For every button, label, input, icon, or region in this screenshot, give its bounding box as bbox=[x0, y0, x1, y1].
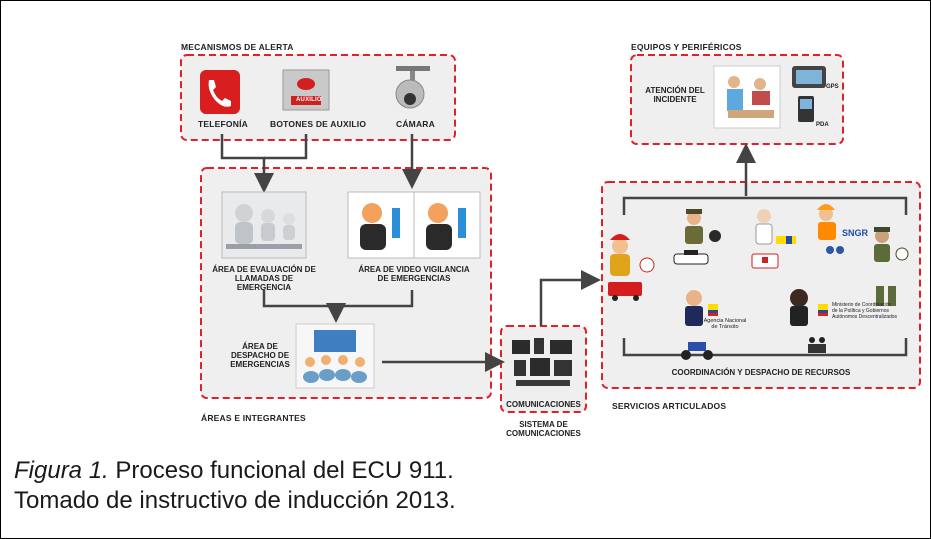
caption-line-1: Figura 1. Proceso funcional del ECU 911. bbox=[14, 457, 454, 485]
connector-telephony bbox=[220, 134, 274, 193]
dispatch-line-2: DESPACHO DE bbox=[230, 351, 290, 360]
ant-line-1: Agencia Nacional bbox=[703, 318, 747, 324]
pda-label: PDA bbox=[816, 122, 829, 128]
transit-agent-icon bbox=[685, 290, 718, 326]
dispatch-line-3: EMERGENCIAS bbox=[230, 360, 290, 369]
camera-label: CÁMARA bbox=[396, 119, 435, 129]
communications-label: COMUNICACIONES bbox=[506, 400, 581, 409]
comm-system-line-1: SISTEMA DE bbox=[519, 420, 568, 429]
motorcycle-icon bbox=[681, 342, 713, 360]
equipment-title: EQUIPOS Y PERIFÉRICOS bbox=[631, 42, 742, 52]
connector-comms-services bbox=[539, 270, 601, 326]
official-icon bbox=[790, 289, 828, 326]
video-line-1: ÁREA DE VIDEO VIGILANCIA bbox=[358, 265, 470, 274]
bracket-bottom bbox=[622, 338, 908, 357]
video-line-2: DE EMERGENCIAS bbox=[377, 274, 451, 283]
ministry-label: Ministerio de Coordinación de la Polític… bbox=[832, 302, 912, 320]
rescuer-icon bbox=[817, 204, 844, 254]
gps-device-icon bbox=[792, 66, 826, 88]
radios-image bbox=[512, 338, 572, 386]
coordination-label: COORDINACIÓN Y DESPACHO DE RECURSOS bbox=[671, 368, 851, 377]
dispatch-label: ÁREA DE DESPACHO DE EMERGENCIAS bbox=[228, 342, 292, 369]
soldier-icon bbox=[874, 227, 909, 306]
ant-line-2: de Tránsito bbox=[711, 324, 739, 330]
police-car-icon bbox=[673, 250, 709, 265]
pda-device-icon bbox=[798, 96, 814, 122]
panic-button-icon bbox=[282, 69, 330, 111]
connector-call-eval bbox=[262, 290, 346, 323]
gps-label: GPS bbox=[826, 84, 839, 90]
panic-button-text: AUXILIO bbox=[296, 97, 322, 103]
areas-title: ÁREAS E INTEGRANTES bbox=[201, 413, 306, 423]
dispatch-line-1: ÁREA DE bbox=[242, 342, 278, 351]
ministry-line-2: de la Política y Gobiernos bbox=[832, 308, 889, 314]
dispatch-image bbox=[295, 323, 375, 389]
phone-icon bbox=[200, 70, 240, 114]
ant-label: Agencia Nacional de Tránsito bbox=[700, 318, 750, 330]
doctor-icon bbox=[755, 209, 796, 245]
incident-line-2: INCIDENTE bbox=[653, 95, 697, 104]
alert-mechanisms-title: MECANISMOS DE ALERTA bbox=[181, 42, 294, 52]
ambulance-icon bbox=[751, 253, 779, 269]
police-officer-icon bbox=[685, 209, 721, 244]
video-surveillance-image bbox=[347, 191, 481, 259]
ministry-line-1: Ministerio de Coordinación bbox=[832, 302, 892, 308]
buttons-label: BOTONES DE AUXILIO bbox=[270, 119, 367, 129]
call-eval-line-2: LLAMADAS DE EMERGENCIA bbox=[234, 274, 294, 292]
comm-system-line-2: COMUNICACIONES bbox=[506, 429, 581, 438]
video-label: ÁREA DE VIDEO VIGILANCIA DE EMERGENCIAS bbox=[354, 265, 474, 283]
firefighter-icon bbox=[610, 234, 655, 276]
bracket-top bbox=[622, 196, 908, 215]
services-title: SERVICIOS ARTICULADOS bbox=[612, 401, 727, 411]
call-eval-line-1: ÁREA DE EVALUACIÓN DE bbox=[212, 265, 316, 274]
services-box bbox=[601, 181, 921, 389]
ministry-line-3: Autónomos Descentralizados bbox=[832, 314, 898, 320]
incident-line-1: ATENCIÓN DEL bbox=[645, 86, 705, 95]
incident-label: ATENCIÓN DEL INCIDENTE bbox=[640, 86, 710, 104]
connector-buttons bbox=[264, 134, 308, 160]
people-group-icon bbox=[808, 337, 826, 353]
caption-line-2: Tomado de instructivo de inducción 2013. bbox=[14, 487, 456, 514]
call-eval-label: ÁREA DE EVALUACIÓN DE LLAMADAS DE EMERGE… bbox=[208, 265, 320, 292]
fire-truck-icon bbox=[608, 282, 642, 301]
caption-text-1: Proceso funcional del ECU 911. bbox=[108, 457, 454, 484]
connector-video bbox=[336, 290, 414, 308]
snrg-label: SNGR bbox=[842, 228, 869, 238]
call-center-image bbox=[221, 191, 307, 259]
telephony-label: TELEFONÍA bbox=[198, 119, 248, 129]
incident-image bbox=[713, 65, 781, 129]
camera-icon bbox=[395, 66, 430, 109]
caption-prefix: Figura 1. bbox=[14, 457, 109, 484]
